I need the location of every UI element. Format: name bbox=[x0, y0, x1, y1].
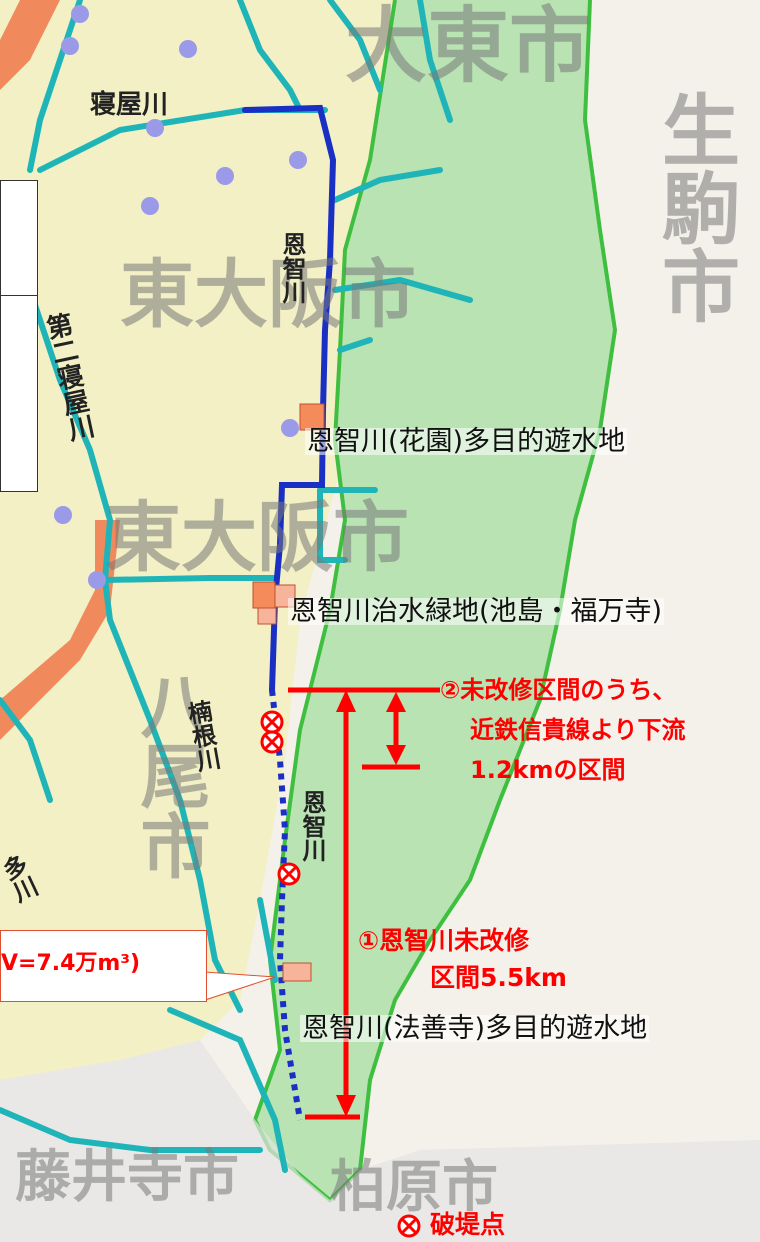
section2-line1: ②未改修区間のうち、 bbox=[440, 676, 677, 704]
urban-zone bbox=[0, 0, 400, 1080]
section2-line2: 近鉄信貴線より下流 bbox=[470, 716, 686, 744]
section1-line1: ①恩智川未改修 bbox=[358, 926, 530, 955]
expressway-band bbox=[0, 0, 60, 90]
facility-ikejima-label: 恩智川治水緑地(池島・福万寺) bbox=[288, 596, 665, 627]
legend-label: 破堤点 bbox=[430, 1210, 506, 1239]
volume-callout-text: V=7.4万m³) bbox=[1, 951, 141, 976]
overlay-box-bottom bbox=[0, 295, 38, 492]
river-onji-upper-label: 恩智川 bbox=[278, 232, 306, 304]
place-yao: 八尾市 bbox=[129, 670, 211, 880]
place-fujiidera: 藤井寺市 bbox=[15, 1145, 239, 1210]
river-neya-label: 寝屋川 bbox=[90, 90, 169, 120]
south-zone bbox=[0, 1040, 760, 1242]
place-higashiosaka-mid: 東大阪市 bbox=[105, 493, 409, 582]
expressway-band-lower bbox=[0, 520, 120, 740]
onji-river-dotted bbox=[269, 689, 303, 1121]
facility-hanazono-label: 恩智川(花園)多目的遊水地 bbox=[305, 426, 628, 457]
place-higashiosaka-top: 東大阪市 bbox=[120, 252, 416, 338]
section2-line3: 1.2kmの区間 bbox=[470, 756, 626, 784]
overlay-box-top bbox=[0, 180, 38, 297]
station-dots bbox=[54, 5, 307, 589]
arrow-heads bbox=[336, 690, 406, 1117]
breach-point-crosses bbox=[263, 713, 418, 1235]
place-ikoma: 生駒市 bbox=[649, 90, 739, 324]
facility-hozenji-label: 恩智川(法善寺)多目的遊水地 bbox=[300, 1013, 650, 1044]
place-daito: 大東市 bbox=[345, 0, 592, 94]
place-kashiwara: 柏原市 bbox=[330, 1155, 498, 1220]
volume-callout: V=7.4万m³) bbox=[0, 930, 207, 1002]
section1-line2: 区間5.5km bbox=[430, 963, 567, 992]
river-onji-lower-label: 恩智川 bbox=[298, 790, 326, 862]
